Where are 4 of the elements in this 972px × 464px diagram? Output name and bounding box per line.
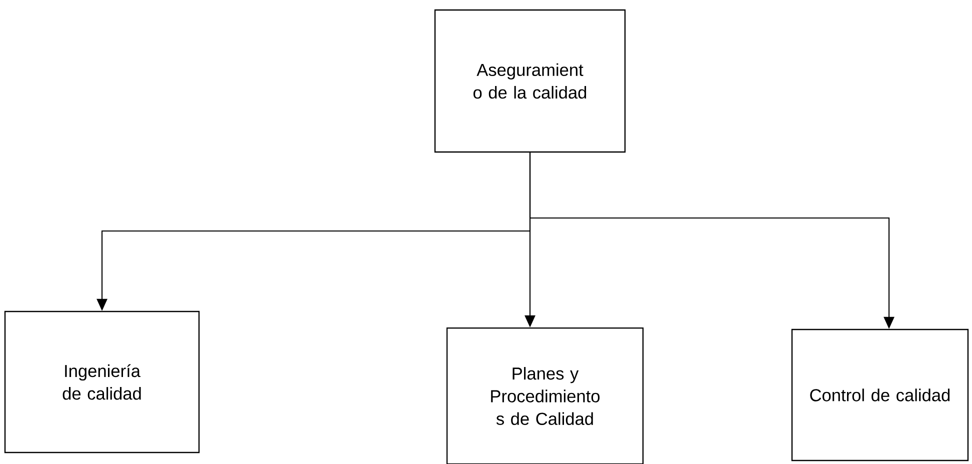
process-box: Control de calidad xyxy=(791,328,969,462)
process-box: Planes y Procedimiento s de Calidad xyxy=(446,327,644,464)
process-box: Ingeniería de calidad xyxy=(4,310,200,454)
process-box: Aseguramient o de la calidad xyxy=(434,9,626,153)
